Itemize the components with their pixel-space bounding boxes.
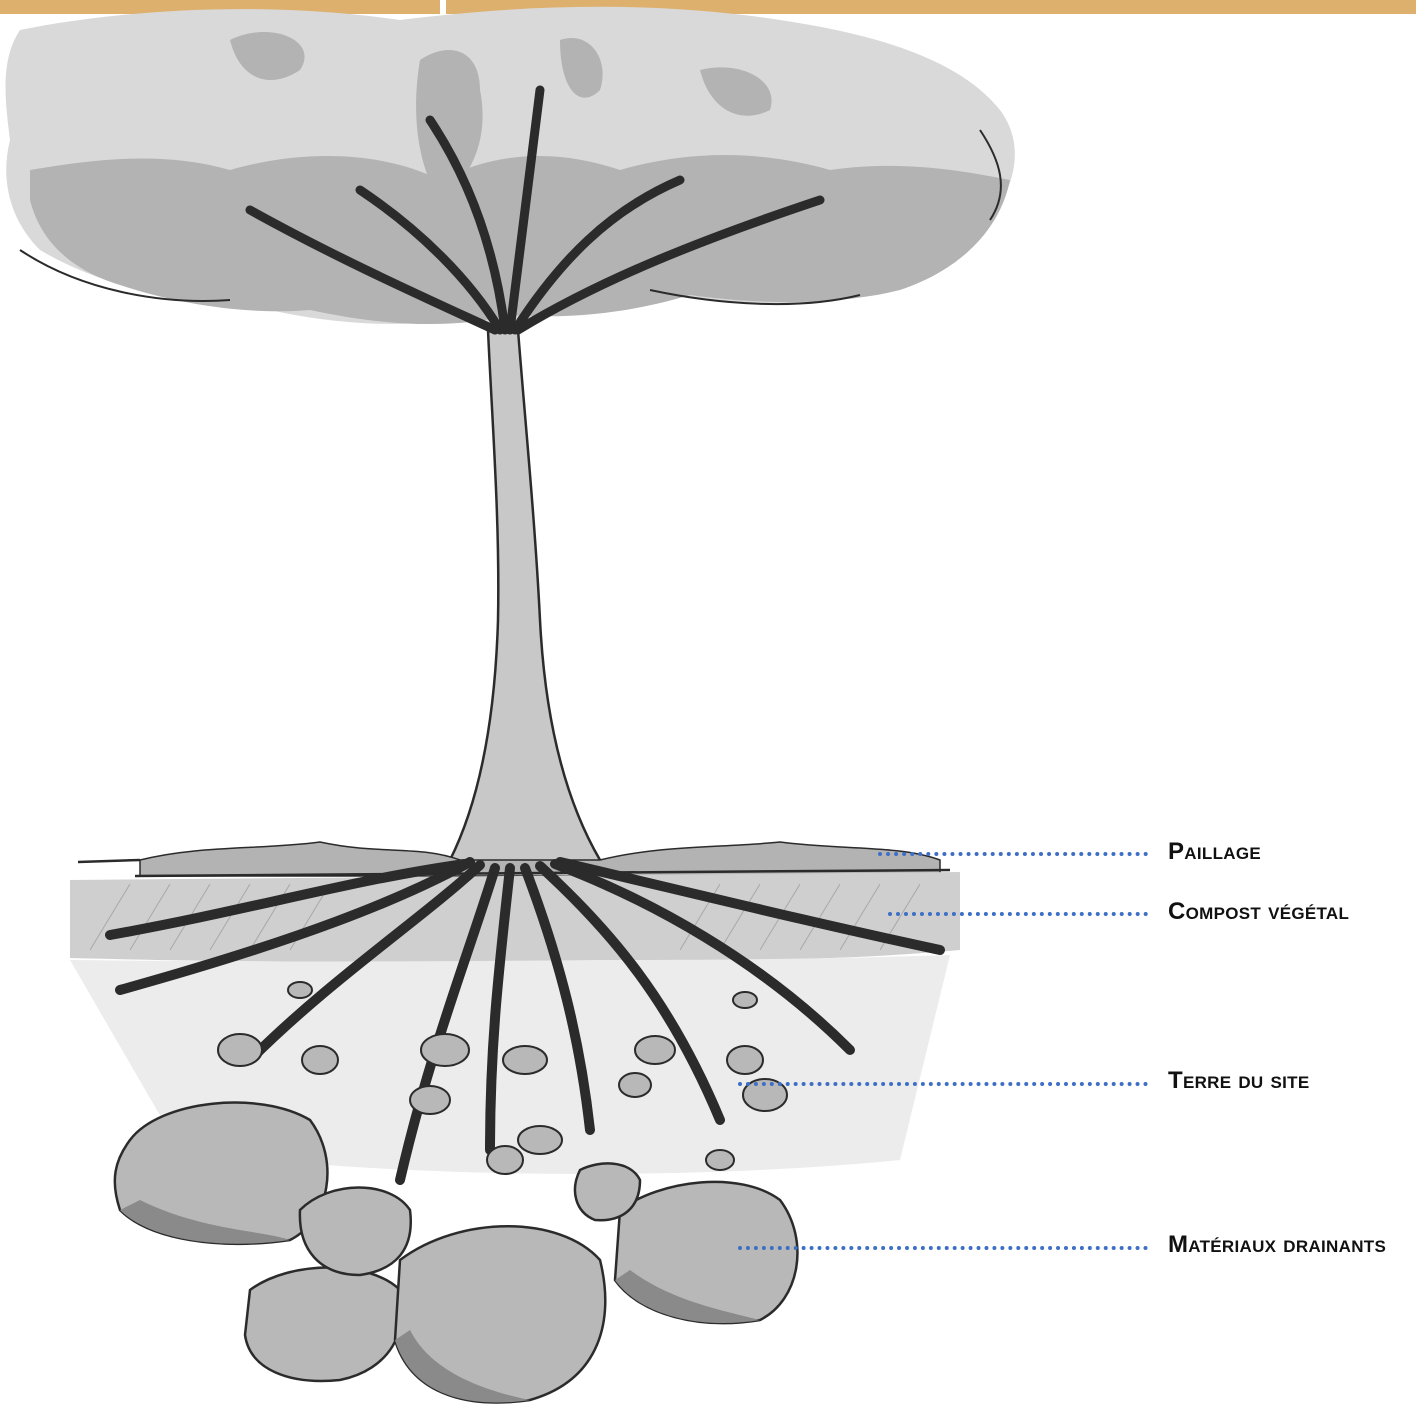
leader-line-terre: [738, 1082, 1148, 1086]
foliage-canopy: [6, 7, 1015, 324]
layer-label-paillage: Paillage: [1168, 838, 1261, 866]
layer-label-drainants: Matériaux drainants: [1168, 1231, 1386, 1259]
leader-line-paillage: [878, 852, 1148, 856]
layer-label-compost: Compost végétal: [1168, 898, 1349, 926]
leader-line-compost: [888, 912, 1148, 916]
layer-label-terre: Terre du site: [1168, 1067, 1309, 1095]
leader-line-drainants: [738, 1246, 1148, 1250]
